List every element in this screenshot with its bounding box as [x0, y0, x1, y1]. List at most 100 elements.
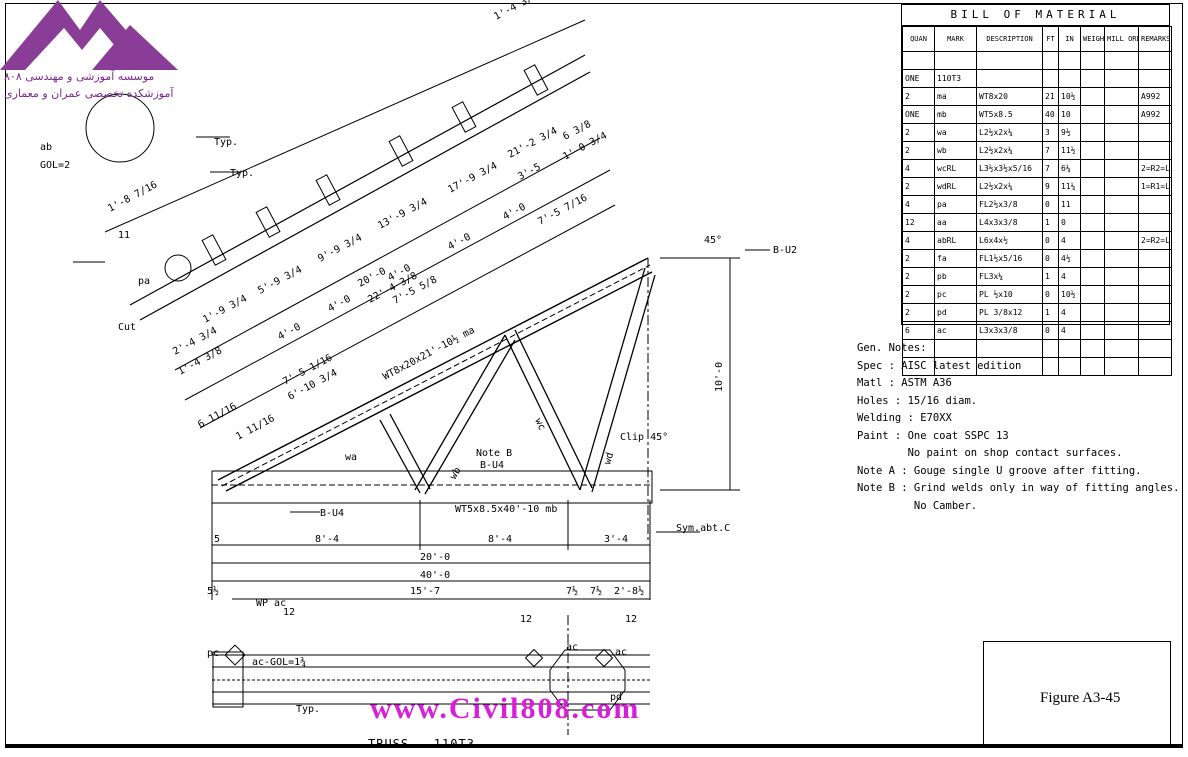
bom-cell: ONE [902, 105, 935, 124]
bom-cell: FL3x¼ [976, 267, 1043, 286]
label-wb: wb [448, 466, 464, 482]
bom-cell: L6x4x½ [976, 231, 1043, 250]
bom-header-description: DESCRIPTION [976, 26, 1043, 52]
bom-cell [1058, 51, 1081, 70]
label-wd: wd [602, 451, 616, 466]
bom-cell [1080, 105, 1105, 124]
bom-cell: 7 [1042, 159, 1059, 178]
label-note-b: Note B [476, 448, 512, 459]
web-wa [379, 419, 421, 494]
bom-cell [1080, 159, 1105, 178]
bom-cell: FL1½x5/16 [976, 249, 1043, 268]
bom-cell: 10½ [1058, 285, 1081, 304]
label-pc: pc [207, 648, 219, 659]
bom-row [902, 357, 1172, 376]
dim-1-8: 1'-8 7/16 [106, 179, 159, 214]
bom-cell [1104, 249, 1139, 268]
bom-cell: L3½x3½x5/16 [976, 159, 1043, 178]
dim-4-0-e: 4'-0 [501, 202, 527, 223]
rafter-top [129, 54, 586, 306]
bom-cell: L2½x2x¼ [976, 177, 1043, 196]
bom-title: BILL OF MATERIAL [902, 5, 1169, 26]
bom-cell: 2 [902, 123, 935, 142]
bom-cell: 2 [902, 177, 935, 196]
bom-cell: abRL [934, 231, 977, 250]
note-line: Note B : Grind welds only in way of fitt… [857, 482, 1180, 494]
top-chord [217, 257, 649, 481]
bom-cell [1042, 51, 1059, 70]
note-line: Gen. Notes: [857, 342, 927, 354]
bom-cell [1104, 69, 1139, 88]
label-wt5: WT5x8.5x40'-10 mb [455, 504, 557, 515]
bom-cell [1080, 267, 1105, 286]
note-line: Note A : Gouge single U groove after fit… [857, 464, 1142, 477]
dim-5: 5 [214, 534, 220, 545]
general-notes: Gen. Notes: Spec : AISC latest edition M… [857, 340, 1179, 515]
bom-cell [1080, 123, 1105, 142]
bom-cell [1104, 87, 1139, 106]
bom-cell [1138, 213, 1172, 232]
bom-cell [976, 51, 1043, 70]
dim-6-11-16: 6 11/16 [196, 401, 238, 431]
note-line: Paint : One coat SSPC 13 [857, 429, 1009, 442]
dim-12-b: 12 [520, 614, 532, 625]
label-ac-gol: ac-GOL=1¾ [252, 656, 306, 668]
dim-21-2: 21'-2 3/4 [506, 125, 559, 160]
bom-cell [1104, 267, 1139, 286]
bom-cell: mb [934, 105, 977, 124]
label-wc: wc [532, 417, 547, 433]
bom-header-mark: MARK [934, 26, 977, 52]
label-sym: Sym.abt.C [676, 523, 730, 534]
bom-cell: 0 [1042, 195, 1059, 214]
label-ac-1: ac [566, 642, 578, 653]
label-ab: ab [40, 142, 52, 153]
bom-cell [1138, 195, 1172, 214]
bom-cell: ac [934, 321, 977, 340]
bom-cell: L3x3x3/8 [976, 321, 1043, 340]
dim-11: 11 [118, 230, 130, 241]
bom-cell: 11½ [1058, 141, 1081, 160]
logo-text: موسسه آموزشی و مهندسی ۸۰۸ [4, 70, 155, 83]
bom-cell [1080, 285, 1105, 304]
dim-9-9: 9'-9 3/4 [316, 232, 364, 264]
bom-cell: 2 [902, 87, 935, 106]
label-gol: GOL=2 [40, 160, 70, 171]
dim-4-0-a: 4'-0 [276, 322, 302, 343]
bom-cell: 4 [902, 231, 935, 250]
dim-3-4: 3'-4 [604, 534, 628, 545]
bom-cell: L2½x2x¼ [976, 123, 1043, 142]
bom-cell: pc [934, 285, 977, 304]
bom-cell [1080, 213, 1105, 232]
bottom-chord [211, 470, 653, 504]
label-wt8: WT8x20x21'-10½ ma [381, 324, 477, 383]
bom-cell [1080, 69, 1105, 88]
bom-cell: 2 [902, 141, 935, 160]
bom-cell: 2 [902, 267, 935, 286]
bom-header-in: IN [1058, 26, 1081, 52]
label-pd: pd [610, 692, 622, 703]
bom-cell: 0 [1058, 213, 1081, 232]
bom-cell: aa [934, 213, 977, 232]
gusset-pd [549, 649, 626, 711]
figure-box [983, 641, 1171, 745]
label-typ-2: Typ. [230, 168, 254, 179]
bom-cell: wa [934, 123, 977, 142]
bom-cell: 3 [1042, 123, 1059, 142]
dim-5-half: 5½ [207, 585, 219, 597]
bom-cell: 11¼ [1058, 177, 1081, 196]
bom-cell [1104, 177, 1139, 196]
institute-logo [0, 0, 178, 70]
bom-cell: 4 [1058, 321, 1081, 340]
bom-cell [1138, 69, 1172, 88]
bom-cell: pd [934, 303, 977, 322]
bom-header-remarks: REMARKS [1138, 26, 1172, 52]
bom-cell: 9 [1042, 177, 1059, 196]
bom-header-ft: FT [1042, 26, 1059, 52]
